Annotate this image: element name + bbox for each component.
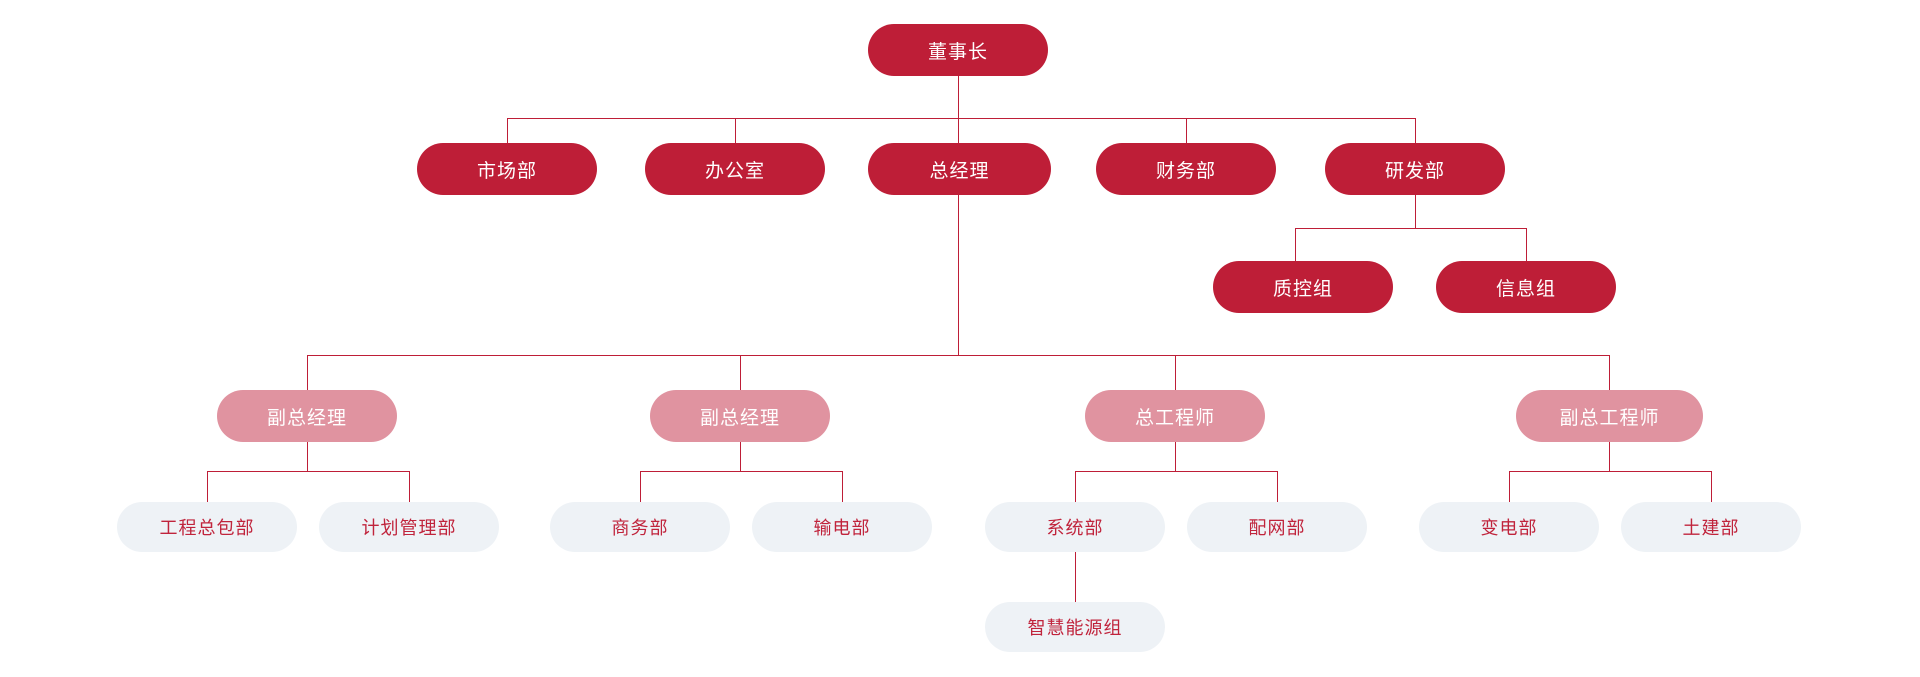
- node-civil-dept[interactable]: 土建部: [1621, 502, 1801, 552]
- node-info-group[interactable]: 信息组: [1436, 261, 1616, 313]
- connector-info-group-stem: [1526, 228, 1527, 261]
- connector-marketing-stem: [507, 118, 508, 143]
- node-office[interactable]: 办公室: [645, 143, 825, 195]
- node-deputy-chief-engineer[interactable]: 副总工程师: [1516, 390, 1703, 442]
- node-substation-dept-label: 变电部: [1480, 518, 1538, 538]
- connector-substation-stem: [1509, 471, 1510, 502]
- connector-rnd-bus: [1295, 228, 1526, 229]
- connector-smart-energy-stem: [1075, 552, 1076, 602]
- node-chairman-label: 董事长: [927, 41, 988, 63]
- node-deputy-gm-1-label: 副总经理: [266, 407, 347, 429]
- connector-business-stem: [640, 471, 641, 502]
- node-system-dept[interactable]: 系统部: [985, 502, 1165, 552]
- node-transmission-dept-label: 输电部: [813, 518, 871, 538]
- node-chairman[interactable]: 董事长: [868, 24, 1048, 76]
- node-qc-group[interactable]: 质控组: [1213, 261, 1393, 313]
- node-deputy-chief-engineer-label: 副总工程师: [1559, 407, 1660, 429]
- node-marketing-label: 市场部: [476, 160, 537, 182]
- node-general-manager[interactable]: 总经理: [868, 143, 1051, 195]
- connector-deputy-chief-engineer-down: [1609, 442, 1610, 471]
- node-civil-dept-label: 土建部: [1682, 518, 1740, 538]
- node-plan-mgmt-dept-label: 计划管理部: [361, 518, 457, 538]
- connector-qc-group-stem: [1295, 228, 1296, 261]
- connector-general-manager-stem: [958, 118, 959, 143]
- connector-chief-engineer-bus: [1075, 471, 1277, 472]
- node-smart-energy-group-label: 智慧能源组: [1027, 618, 1123, 638]
- connector-deputy-gm-1-bus: [207, 471, 409, 472]
- connector-distribution-stem: [1277, 471, 1278, 502]
- node-finance[interactable]: 财务部: [1096, 143, 1276, 195]
- connector-rnd-down: [1415, 195, 1416, 228]
- node-chief-engineer-label: 总工程师: [1134, 407, 1215, 429]
- connector-deputy-gm-2-bus: [640, 471, 842, 472]
- connector-chief-engineer-down: [1175, 442, 1176, 471]
- node-deputy-gm-2[interactable]: 副总经理: [650, 390, 830, 442]
- connector-plan-mgmt-stem: [409, 471, 410, 502]
- node-epc-dept-label: 工程总包部: [159, 518, 255, 538]
- connector-chairman-stem: [958, 76, 959, 118]
- node-distribution-dept[interactable]: 配网部: [1187, 502, 1367, 552]
- connector-system-stem: [1075, 471, 1076, 502]
- node-chief-engineer[interactable]: 总工程师: [1085, 390, 1265, 442]
- node-business-dept-label: 商务部: [611, 518, 669, 538]
- node-finance-label: 财务部: [1155, 160, 1216, 182]
- node-distribution-dept-label: 配网部: [1248, 518, 1306, 538]
- node-plan-mgmt-dept[interactable]: 计划管理部: [319, 502, 499, 552]
- node-deputy-gm-2-label: 副总经理: [699, 407, 780, 429]
- node-qc-group-label: 质控组: [1272, 278, 1333, 300]
- node-rnd[interactable]: 研发部: [1325, 143, 1505, 195]
- connector-deputy-gm-2-stem: [740, 355, 741, 390]
- node-office-label: 办公室: [704, 160, 765, 182]
- connector-deputy-gm-1-stem: [307, 355, 308, 390]
- connector-gm-long-stem: [958, 195, 959, 355]
- connector-deputy-chief-engineer-stem: [1609, 355, 1610, 390]
- node-epc-dept[interactable]: 工程总包部: [117, 502, 297, 552]
- connector-transmission-stem: [842, 471, 843, 502]
- connector-level3-bus: [307, 355, 1609, 356]
- connector-deputy-gm-2-down: [740, 442, 741, 471]
- node-rnd-label: 研发部: [1384, 160, 1445, 182]
- connector-office-stem: [735, 118, 736, 143]
- node-deputy-gm-1[interactable]: 副总经理: [217, 390, 397, 442]
- connector-epc-stem: [207, 471, 208, 502]
- node-marketing[interactable]: 市场部: [417, 143, 597, 195]
- node-substation-dept[interactable]: 变电部: [1419, 502, 1599, 552]
- node-general-manager-label: 总经理: [929, 160, 990, 182]
- node-smart-energy-group[interactable]: 智慧能源组: [985, 602, 1165, 652]
- node-business-dept[interactable]: 商务部: [550, 502, 730, 552]
- connector-civil-stem: [1711, 471, 1712, 502]
- connector-chief-engineer-stem: [1175, 355, 1176, 390]
- node-transmission-dept[interactable]: 输电部: [752, 502, 932, 552]
- connector-deputy-gm-1-down: [307, 442, 308, 471]
- connector-finance-stem: [1186, 118, 1187, 143]
- connector-rnd-stem: [1415, 118, 1416, 143]
- connector-deputy-chief-engineer-bus: [1509, 471, 1711, 472]
- node-info-group-label: 信息组: [1495, 278, 1556, 300]
- connector-level2-bus: [507, 118, 1415, 119]
- node-system-dept-label: 系统部: [1046, 518, 1104, 538]
